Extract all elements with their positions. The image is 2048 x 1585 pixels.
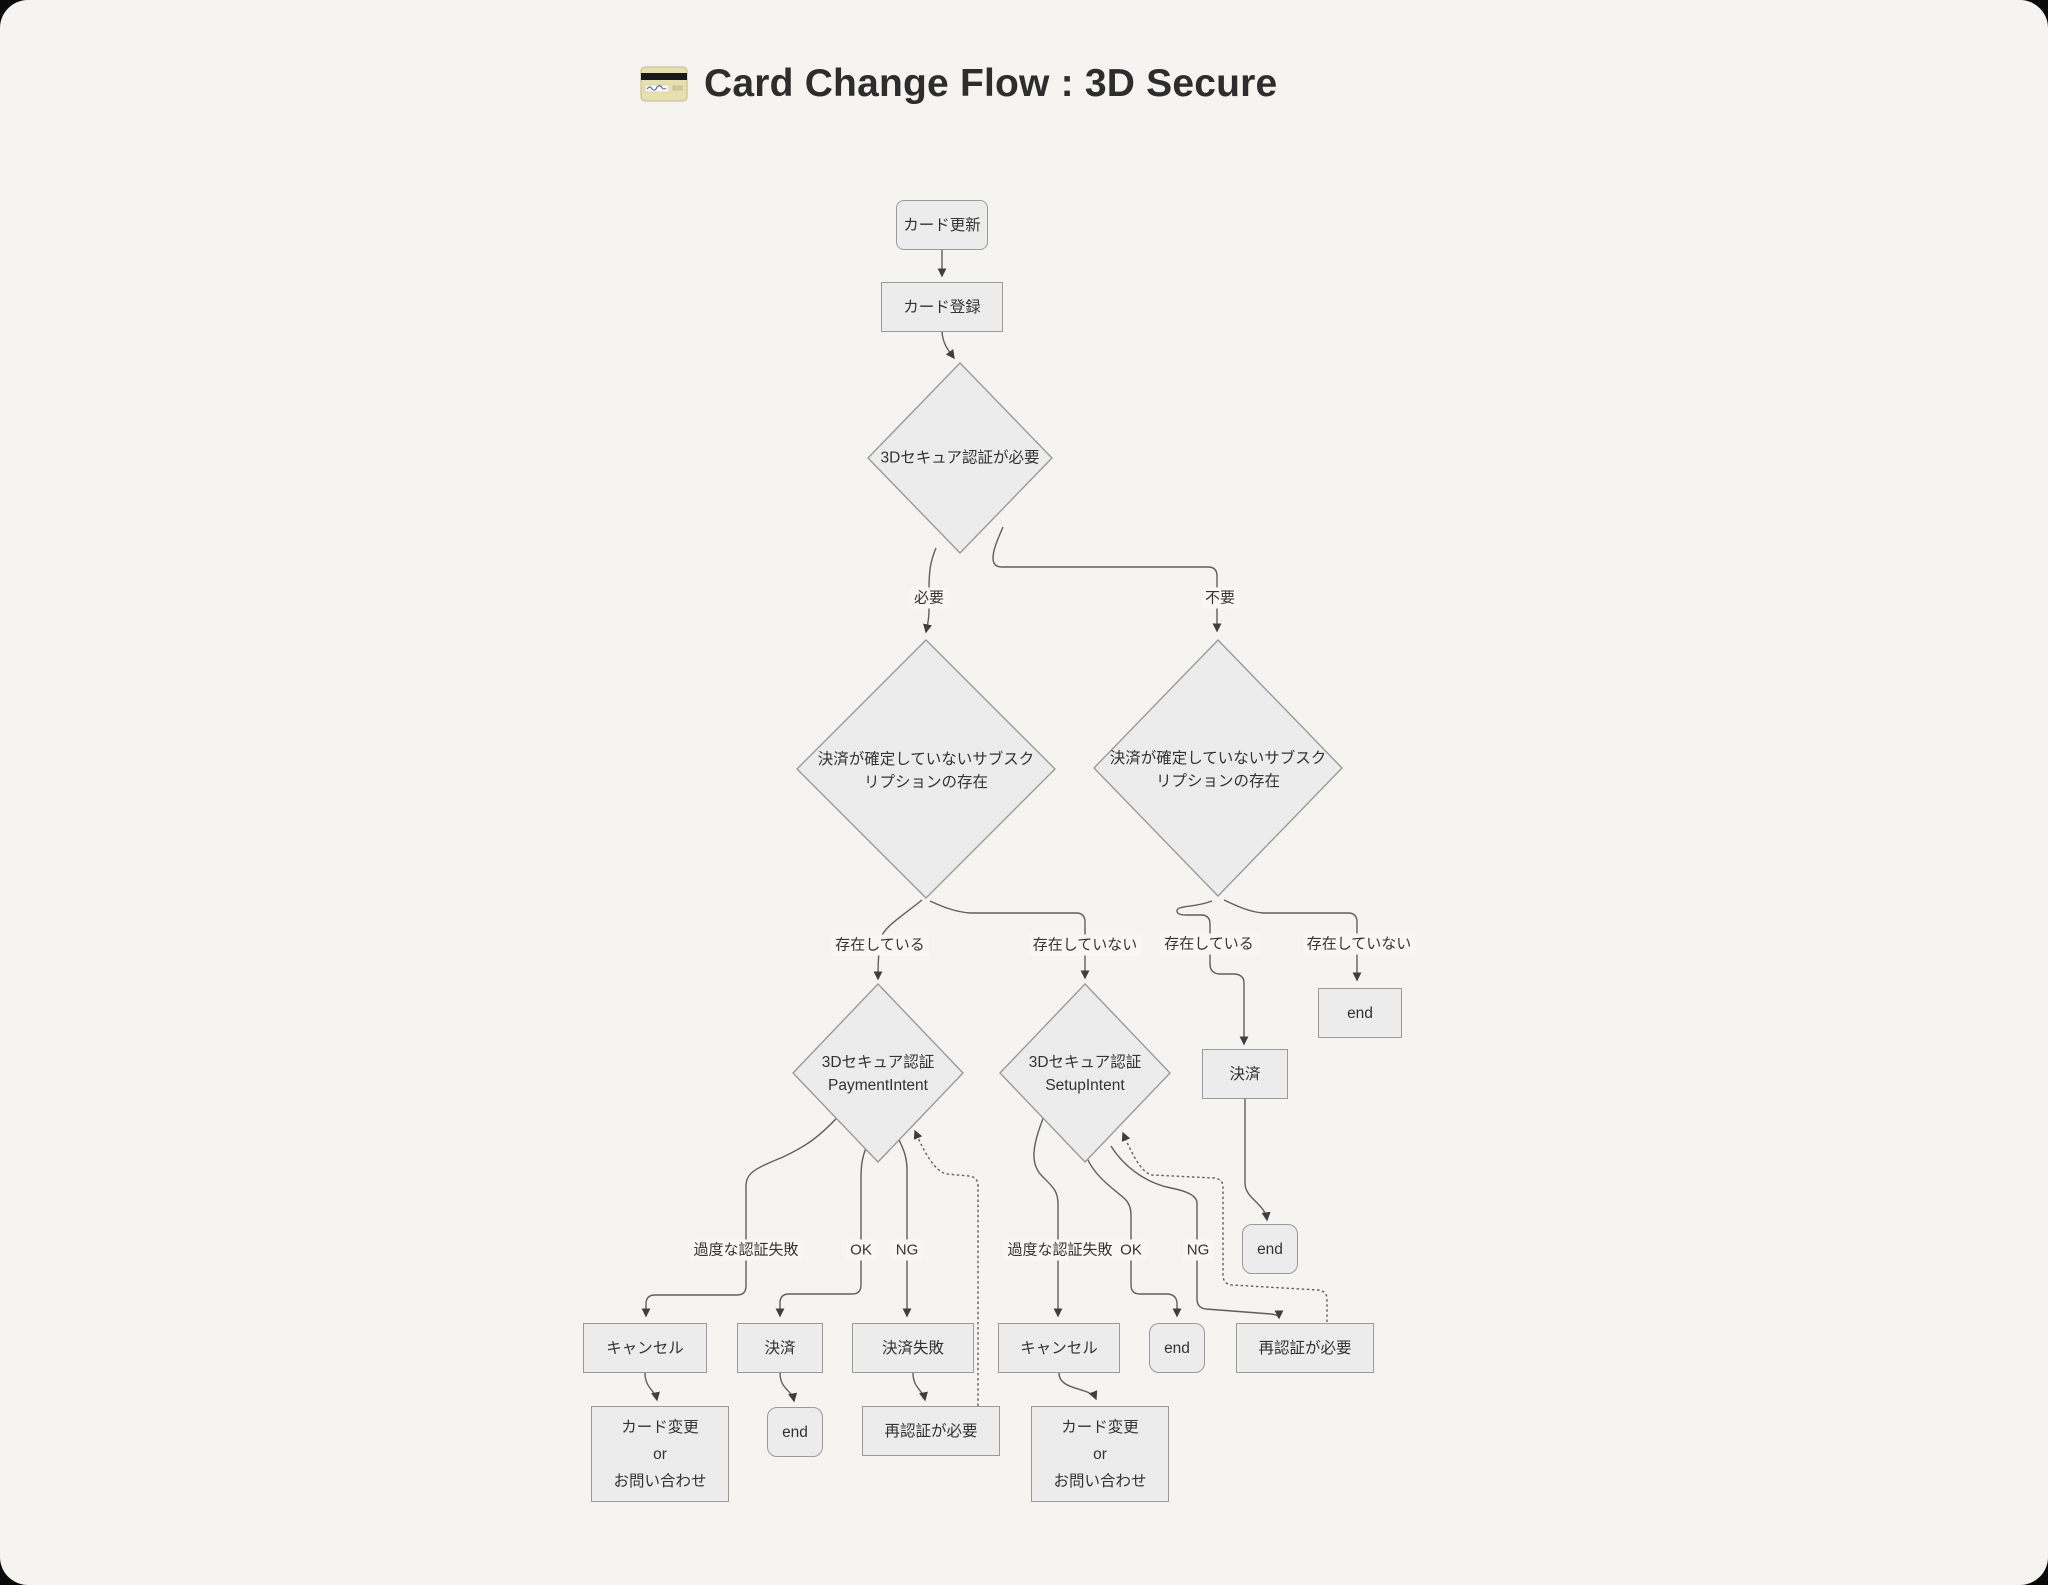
decision-needs-3ds-label: 3Dセキュア認証が必要 xyxy=(880,449,1040,467)
node-end-setupintent-ok: end xyxy=(1149,1323,1205,1373)
node-card-change-or-contact-left: カード変更 or お問い合わせ xyxy=(591,1406,729,1502)
decision-payment-intent-label: 3Dセキュア認証 PaymentIntent xyxy=(821,1054,935,1094)
node-card-update: カード更新 xyxy=(896,200,988,250)
node-card-change-or-contact-right: カード変更 or お問い合わせ xyxy=(1031,1406,1169,1502)
edge-label-excessive-auth-right: 過度な認証失敗 xyxy=(1003,1239,1117,1261)
edge-label-excessive-auth-left: 過度な認証失敗 xyxy=(689,1239,803,1261)
page-title: Card Change Flow : 3D Secure xyxy=(640,62,1277,106)
decision-needs-3ds xyxy=(867,361,1053,555)
edge-reauthleft-return-pi xyxy=(913,1129,979,1406)
node-reauth-required-left: 再認証が必要 xyxy=(862,1406,1000,1456)
edge-label-ng-left: NG xyxy=(891,1239,923,1261)
edge-label-ng-right: NG xyxy=(1182,1239,1214,1261)
node-card-register: カード登録 xyxy=(881,282,1003,332)
edge-subright-notexists xyxy=(1223,899,1362,982)
decision-unconfirmed-sub-left xyxy=(796,639,1056,899)
credit-card-icon xyxy=(640,66,688,102)
edge-cancelleft-cardchange xyxy=(644,1372,660,1402)
edge-label-ok-right: OK xyxy=(1116,1239,1146,1261)
node-cancel-left: キャンセル xyxy=(583,1323,707,1373)
decision-payment-intent xyxy=(792,982,964,1164)
page-title-text: Card Change Flow : 3D Secure xyxy=(704,62,1278,105)
node-cancel-right: キャンセル xyxy=(998,1323,1120,1373)
edge-paymentfailed-reauth xyxy=(912,1372,928,1402)
edge-si-ok xyxy=(1086,1157,1182,1318)
node-reauth-required-right: 再認証が必要 xyxy=(1236,1323,1374,1373)
edge-label-not-exists-left: 存在していない xyxy=(1028,934,1142,956)
edge-needs3ds-notrequired xyxy=(992,526,1222,633)
edge-pi-ng xyxy=(898,1139,912,1318)
node-payment-failed: 決済失敗 xyxy=(852,1323,974,1373)
edge-register-to-needs3ds xyxy=(941,331,955,360)
decision-unconfirmed-sub-right-label: 決済が確定していないサブスクリプションの存在 xyxy=(1109,750,1327,790)
edge-paymentleft-end xyxy=(779,1372,798,1403)
edge-cancelright-cardchange xyxy=(1058,1372,1098,1401)
edge-si-excessive xyxy=(1033,1115,1063,1318)
decision-setup-intent xyxy=(999,982,1171,1164)
edge-paymentright-end xyxy=(1244,1099,1271,1222)
node-payment-right: 決済 xyxy=(1202,1049,1288,1099)
edge-pi-excessive xyxy=(641,1109,845,1318)
edge-label-not-exists-right: 存在していない xyxy=(1302,933,1416,955)
decision-unconfirmed-sub-right xyxy=(1093,638,1343,898)
edge-label-exists-right: 存在している xyxy=(1160,933,1258,955)
edge-pi-ok xyxy=(775,1147,867,1318)
edge-subleft-notexists xyxy=(929,900,1090,980)
decision-unconfirmed-sub-left-label: 決済が確定していないサブスクリプションの存在 xyxy=(817,751,1035,791)
edge-label-ok-left: OK xyxy=(846,1239,876,1261)
node-end-right-top: end xyxy=(1318,988,1402,1038)
edge-subright-exists xyxy=(1176,900,1249,1046)
node-end-paymentintent-ok: end xyxy=(767,1407,823,1457)
edge-label-exists-left: 存在している xyxy=(831,934,929,956)
edge-label-not-required: 不要 xyxy=(1200,587,1240,609)
node-end-right-mid: end xyxy=(1242,1224,1298,1274)
edge-label-required: 必要 xyxy=(909,587,949,609)
edge-reauthright-return-si xyxy=(1121,1131,1328,1322)
decision-setup-intent-label: 3Dセキュア認証 SetupIntent xyxy=(1028,1054,1142,1094)
node-payment-left: 決済 xyxy=(737,1323,823,1373)
